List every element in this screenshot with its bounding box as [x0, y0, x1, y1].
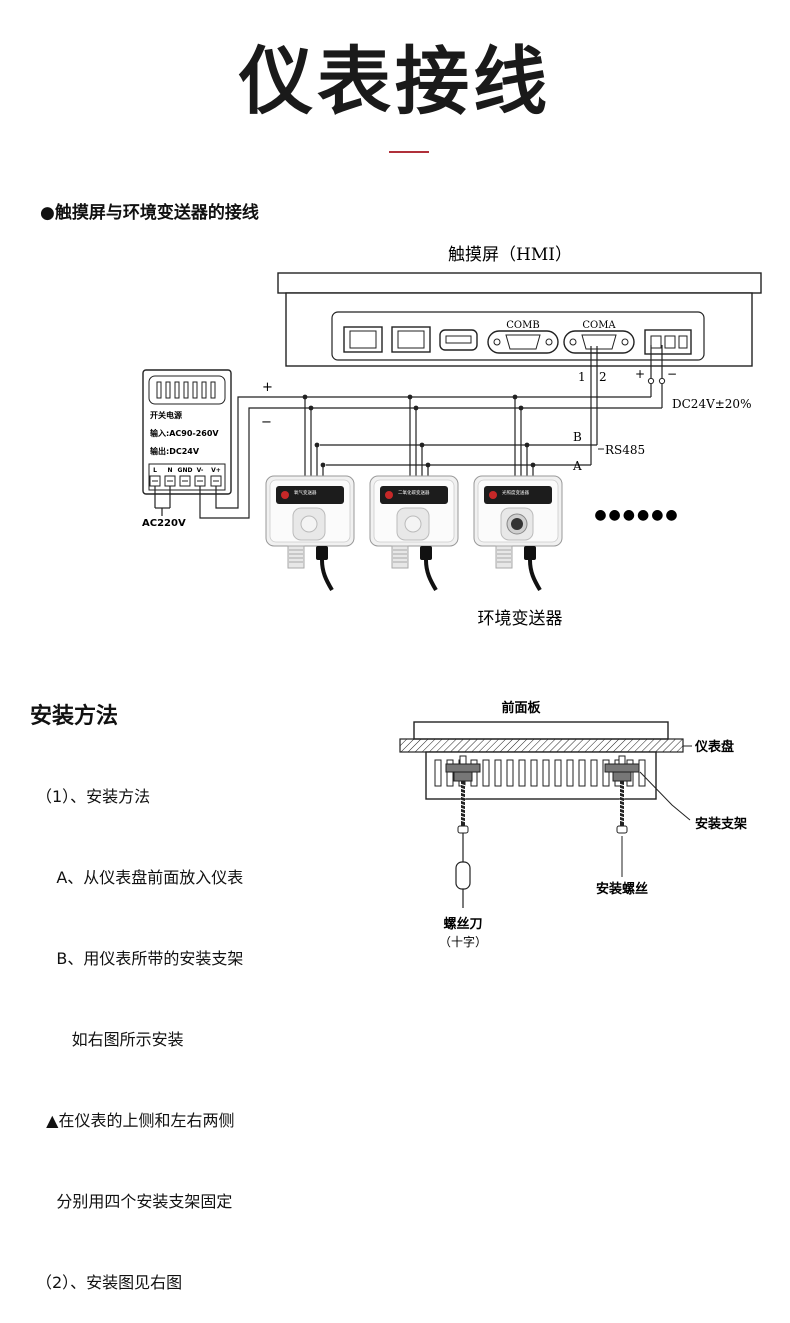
- rs485-label: RS485: [605, 443, 645, 457]
- pin-2-label: 2: [599, 370, 607, 384]
- panel-label: 仪表盘: [694, 739, 734, 755]
- front-panel-label: 前面板: [501, 700, 541, 716]
- psu-plus-label: +: [262, 380, 273, 395]
- svg-text:V+: V+: [211, 467, 221, 474]
- transmitters-label: 环境变送器: [478, 609, 563, 629]
- transmitter-name: 光照度变送器: [502, 489, 529, 496]
- front-panel: [413, 721, 669, 740]
- install-line: 如右图所示安装: [36, 1030, 184, 1049]
- psu-input: 输入:AC90-260V: [150, 428, 219, 438]
- install-line: 分别用四个安装支架固定: [36, 1192, 233, 1211]
- ac-input-label: AC220V: [142, 518, 186, 529]
- install-line: （1）、安装方法: [36, 787, 151, 806]
- psu-minus-label: −: [261, 415, 272, 430]
- psu-terminal-vplus: V+: [210, 467, 222, 487]
- psu-terminal-strip: L N GND V- V+: [149, 467, 222, 487]
- mounting-screw-icon: [616, 755, 628, 834]
- install-line: A、从仪表盘前面放入仪表: [36, 868, 244, 887]
- switching-power-supply: 开关电源 输入:AC90-260V 输出:DC24V L N GND V- V+: [142, 369, 232, 495]
- install-line: （2）、安装图见右图: [36, 1273, 183, 1292]
- svg-text:V-: V-: [197, 467, 204, 474]
- psu-title: 开关电源: [150, 410, 182, 420]
- environment-transmitter: 氧气变送器: [265, 475, 355, 592]
- install-line: ▲在仪表的上侧和左右两侧: [36, 1111, 235, 1130]
- brand-logo-icon: [281, 491, 289, 499]
- wiring-diagram: 触摸屏（HMI） COMB COMA 1 2 + −: [142, 245, 762, 949]
- dc-supply-label: DC24V±20%: [672, 397, 751, 411]
- svg-text:L: L: [153, 467, 157, 474]
- transmitter-name: 二氧化碳变送器: [398, 489, 430, 496]
- svg-text:GND: GND: [178, 467, 193, 474]
- hmi-minus-label: −: [667, 367, 677, 381]
- environment-transmitter: 二氧化碳变送器: [369, 475, 459, 592]
- line-b-label: B: [573, 430, 582, 444]
- install-line: B、用仪表所带的安装支架: [36, 949, 244, 968]
- comb-label: COMB: [506, 320, 539, 331]
- psu-terminal-gnd: GND: [178, 467, 193, 487]
- wiring-section-heading: ●触摸屏与环境变送器的接线: [40, 203, 259, 223]
- comb-db9-port-icon: [487, 330, 559, 354]
- svg-text:N: N: [167, 467, 172, 474]
- transmitter-group: 氧气变送器 二氧化碳变送器 光照度变送器: [265, 475, 563, 592]
- transmitter-drop-wires: [302, 394, 536, 478]
- install-section-heading: 安装方法: [30, 704, 119, 729]
- screwdriver-icon: [455, 833, 471, 908]
- hmi-bezel: [277, 272, 762, 294]
- transmitter-name: 氧气变送器: [294, 489, 317, 496]
- instrument-vents: [434, 759, 646, 787]
- ethernet-port-2-icon: [391, 326, 431, 353]
- environment-transmitter: 光照度变送器: [473, 475, 563, 592]
- more-devices-ellipsis: ●●●●●●: [594, 507, 679, 523]
- brand-logo-icon: [489, 491, 497, 499]
- install-instructions: （1）、安装方法 A、从仪表盘前面放入仪表 B、用仪表所带的安装支架 如右图所示…: [36, 729, 243, 1323]
- brand-logo-icon: [385, 491, 393, 499]
- pin-1-label: 1: [578, 370, 586, 384]
- psu-output: 输出:DC24V: [150, 446, 200, 456]
- coma-db9-port-icon: [563, 330, 635, 354]
- page-title: 仪表接线: [239, 39, 551, 125]
- usb-port-icon: [439, 329, 478, 351]
- hmi-label: 触摸屏（HMI）: [448, 245, 572, 265]
- coma-label: COMA: [582, 320, 616, 331]
- instrument-panel: [399, 738, 684, 753]
- line-a-label: A: [572, 459, 582, 473]
- screwdriver-type-label: （十字）: [439, 934, 487, 949]
- hmi-plus-label: +: [635, 367, 645, 381]
- title-divider: [389, 151, 429, 153]
- screw-label: 安装螺丝: [596, 881, 648, 897]
- bracket-label: 安装支架: [695, 816, 747, 832]
- ethernet-port-1-icon: [343, 326, 383, 353]
- mounting-screw-icon: [457, 755, 469, 834]
- dc-power-terminal-icon: [644, 329, 692, 355]
- mounting-screws: [457, 755, 628, 834]
- screwdriver-label: 螺丝刀: [443, 916, 482, 932]
